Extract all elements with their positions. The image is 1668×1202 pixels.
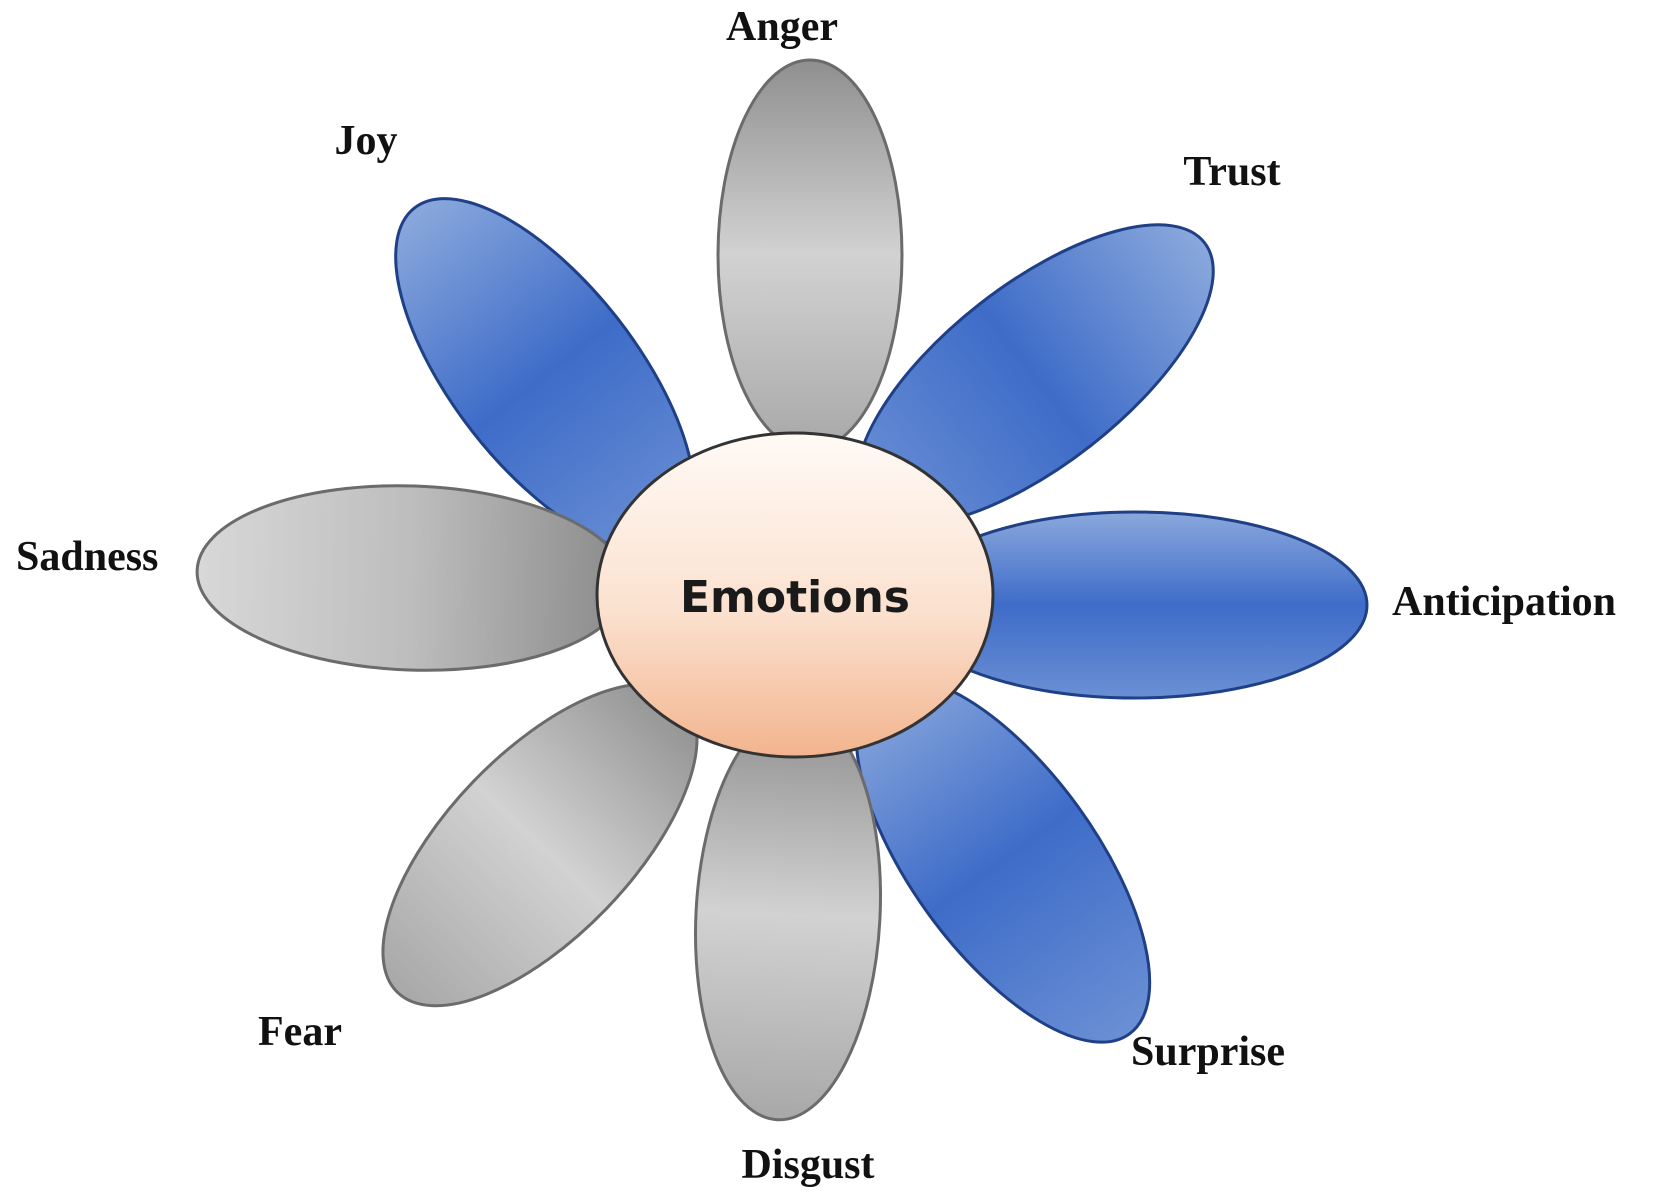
- label-surprise: Surprise: [1131, 1029, 1285, 1075]
- center-label: Emotions: [680, 572, 910, 623]
- center-circle: [595, 431, 995, 759]
- center-node: Emotions: [595, 431, 995, 759]
- petal-disgust: [694, 708, 882, 1122]
- label-trust: Trust: [1183, 149, 1280, 195]
- label-sadness: Sadness: [16, 534, 158, 580]
- label-disgust: Disgust: [741, 1142, 874, 1188]
- petal-anger: [716, 58, 904, 452]
- label-anger: Anger: [726, 4, 838, 50]
- label-joy: Joy: [335, 118, 398, 164]
- label-fear: Fear: [258, 1009, 342, 1055]
- label-anticipation: Anticipation: [1392, 579, 1616, 625]
- petal-labels: Anger Trust Anticipation Surprise Disgus…: [16, 4, 1616, 1188]
